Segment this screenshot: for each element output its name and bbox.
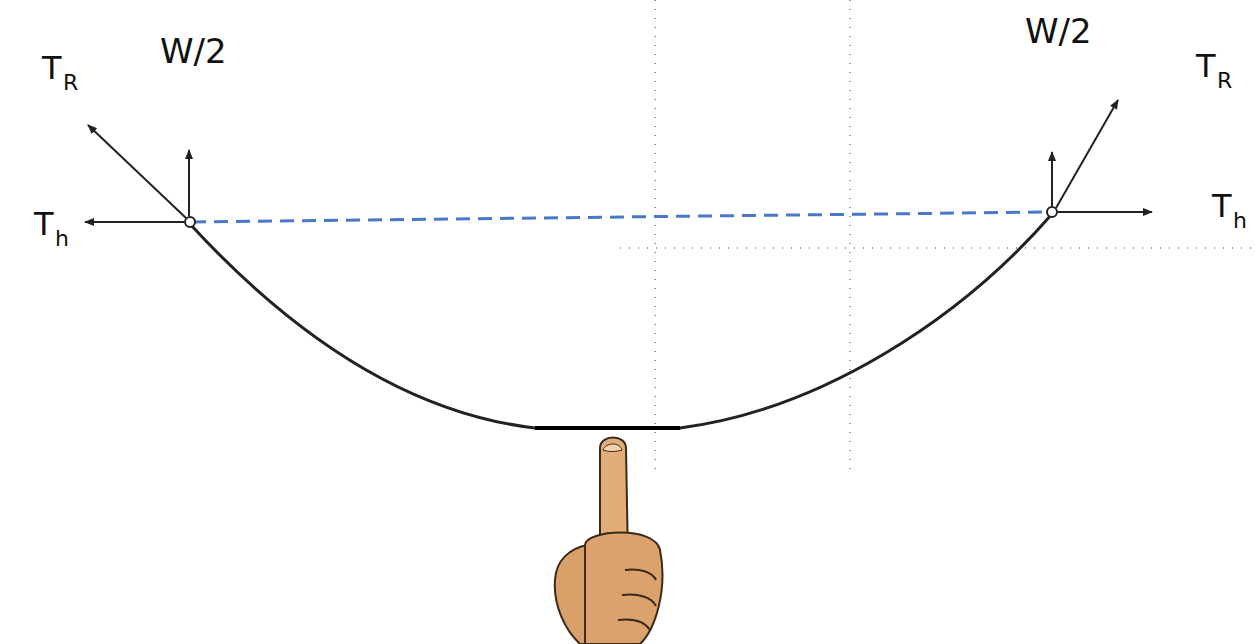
force-symbol: T [1212, 190, 1232, 222]
pointing-hand [555, 438, 663, 644]
rope [190, 214, 1052, 428]
contact-segment [535, 426, 680, 430]
force-symbol: T [42, 52, 62, 84]
force-subscript: R [63, 72, 78, 94]
force-subscript: h [55, 228, 69, 250]
chord-line [192, 212, 1050, 222]
end-point [185, 217, 195, 227]
end-point [1047, 207, 1057, 217]
force-symbol: T [1196, 50, 1216, 82]
force-subscript: h [1233, 210, 1247, 232]
grid-line [620, 0, 1255, 470]
force-label: W/2 [1025, 14, 1092, 48]
force-arrow [85, 100, 1152, 222]
force-symbol: T [34, 208, 54, 240]
force-label: W/2 [160, 34, 227, 68]
force-subscript: R [1217, 70, 1232, 92]
